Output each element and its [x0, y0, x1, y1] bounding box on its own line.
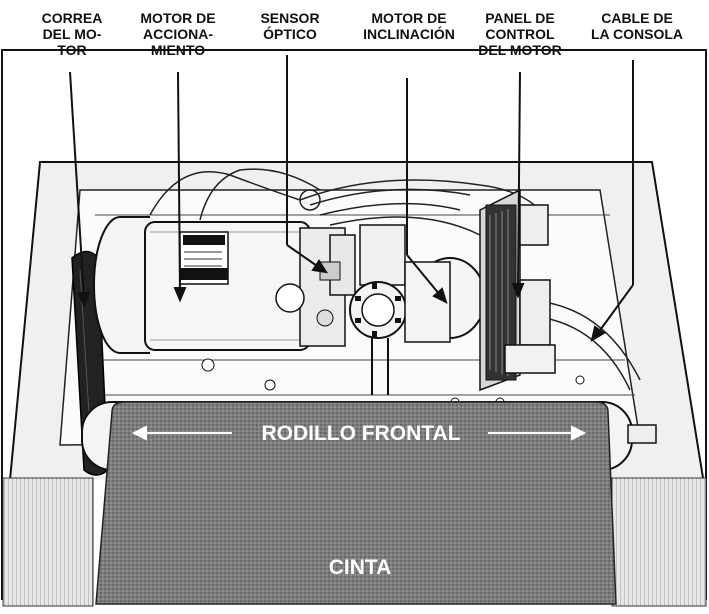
label-line: TOR	[57, 42, 87, 58]
label-drive-motor: MOTOR DE ACCIONA- MIENTO	[128, 10, 228, 58]
label-line: ÓPTICO	[263, 26, 317, 42]
label-line: PANEL DE	[485, 10, 555, 26]
label-line: CABLE DE	[601, 10, 673, 26]
label-line: MIENTO	[150, 42, 206, 58]
incline-motor	[349, 224, 486, 395]
label-line: INCLINACIÓN	[363, 26, 455, 42]
walking-belt-label: CINTA	[328, 556, 392, 579]
pointer-lines	[69, 55, 634, 343]
optical-sensor	[319, 234, 356, 296]
drive-motor	[93, 216, 346, 354]
label-motor-belt: CORREA DEL MO- TOR	[32, 10, 112, 58]
label-incline-motor: MOTOR DE INCLINACIÓN	[350, 10, 468, 42]
label-line: MOTOR DE	[371, 10, 447, 26]
front-roller-label: RODILLO FRONTAL	[261, 422, 461, 445]
label-line: MOTOR DE	[140, 10, 216, 26]
walking-belt	[95, 401, 617, 605]
roller-arrows	[131, 425, 587, 441]
motor-control-board	[479, 188, 556, 392]
label-line: CONTROL	[485, 26, 555, 42]
label-line: CORREA	[41, 10, 103, 26]
label-line: DEL MOTOR	[478, 42, 562, 58]
label-line: ACCIONA-	[143, 26, 213, 42]
label-line: DEL MO-	[42, 26, 102, 42]
label-motor-control-board: PANEL DE CONTROL DEL MOTOR	[470, 10, 570, 58]
label-console-cable: CABLE DE LA CONSOLA	[580, 10, 694, 42]
label-optical-sensor: SENSOR ÓPTICO	[250, 10, 330, 42]
label-line: SENSOR	[260, 10, 320, 26]
wiring	[149, 168, 641, 391]
side-rails	[2, 477, 707, 607]
label-line: LA CONSOLA	[590, 26, 684, 42]
